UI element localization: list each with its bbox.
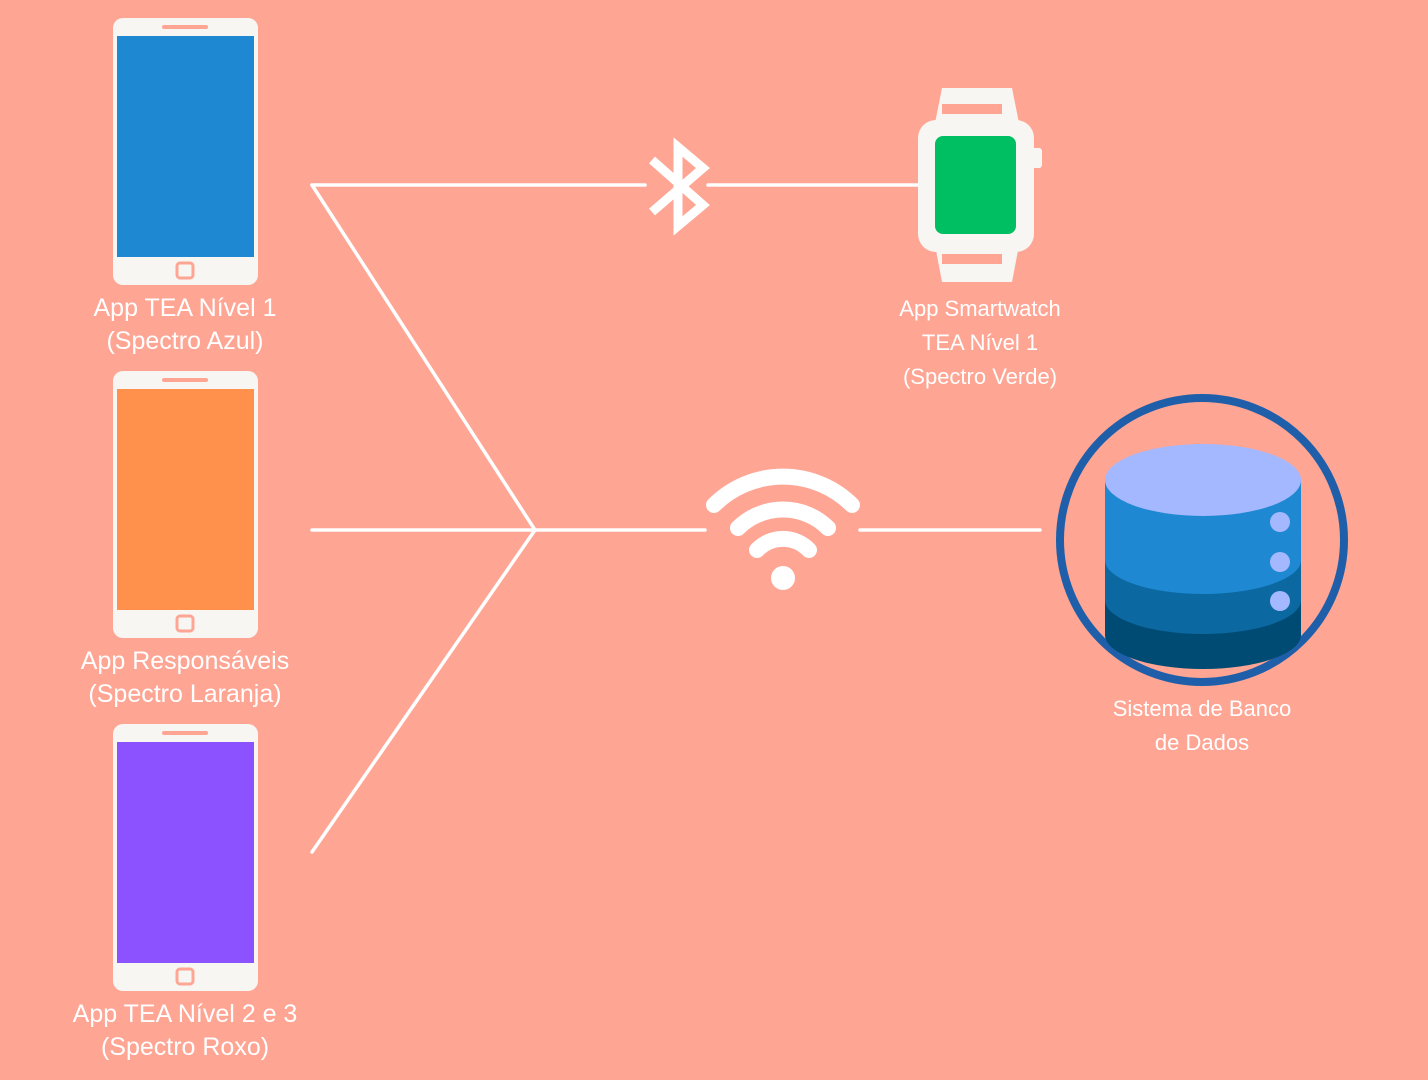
link-app1-hub	[310, 183, 537, 532]
device-screen	[117, 742, 254, 963]
label-line: App TEA Nível 2 e 3	[72, 1000, 298, 1028]
label-line: TEA Nível 1	[921, 330, 1039, 356]
connection-lines	[310, 183, 1042, 854]
phone-app-tea-nivel-2-e-3	[113, 724, 258, 991]
bluetooth-icon	[649, 137, 710, 236]
label-app-tea-nivel-1: App TEA Nível 1 (Spectro Azul)	[35, 292, 335, 357]
label-database-system: Sistema de Banco de Dados	[1052, 692, 1352, 760]
phone-app-tea-nivel-1	[113, 18, 258, 285]
label-line: Sistema de Banco	[1112, 696, 1292, 721]
label-line: de Dados	[1154, 730, 1250, 756]
link-app3-hub	[310, 528, 537, 854]
smartwatch	[918, 88, 1042, 282]
label-line: App TEA Nível 1	[93, 294, 277, 322]
device-screen	[935, 136, 1016, 234]
database-icon	[1056, 394, 1348, 686]
label-app-tea-nivel-2-e-3: App TEA Nível 2 e 3 (Spectro Roxo)	[35, 998, 335, 1063]
label-line: App Smartwatch	[899, 296, 1061, 321]
label-line: App Responsáveis	[80, 647, 290, 675]
label-line: (Spectro Azul)	[106, 326, 264, 355]
label-line: (Spectro Roxo)	[100, 1032, 270, 1061]
phone-app-responsaveis	[113, 371, 258, 638]
device-screen	[117, 389, 254, 610]
label-line: (Spectro Laranja)	[88, 679, 282, 708]
label-app-smartwatch: App Smartwatch TEA Nível 1 (Spectro Verd…	[830, 292, 1130, 394]
device-screen	[117, 36, 254, 257]
label-line: (Spectro Verde)	[902, 364, 1058, 390]
wifi-icon	[706, 468, 860, 590]
label-app-responsaveis: App Responsáveis (Spectro Laranja)	[35, 645, 335, 710]
